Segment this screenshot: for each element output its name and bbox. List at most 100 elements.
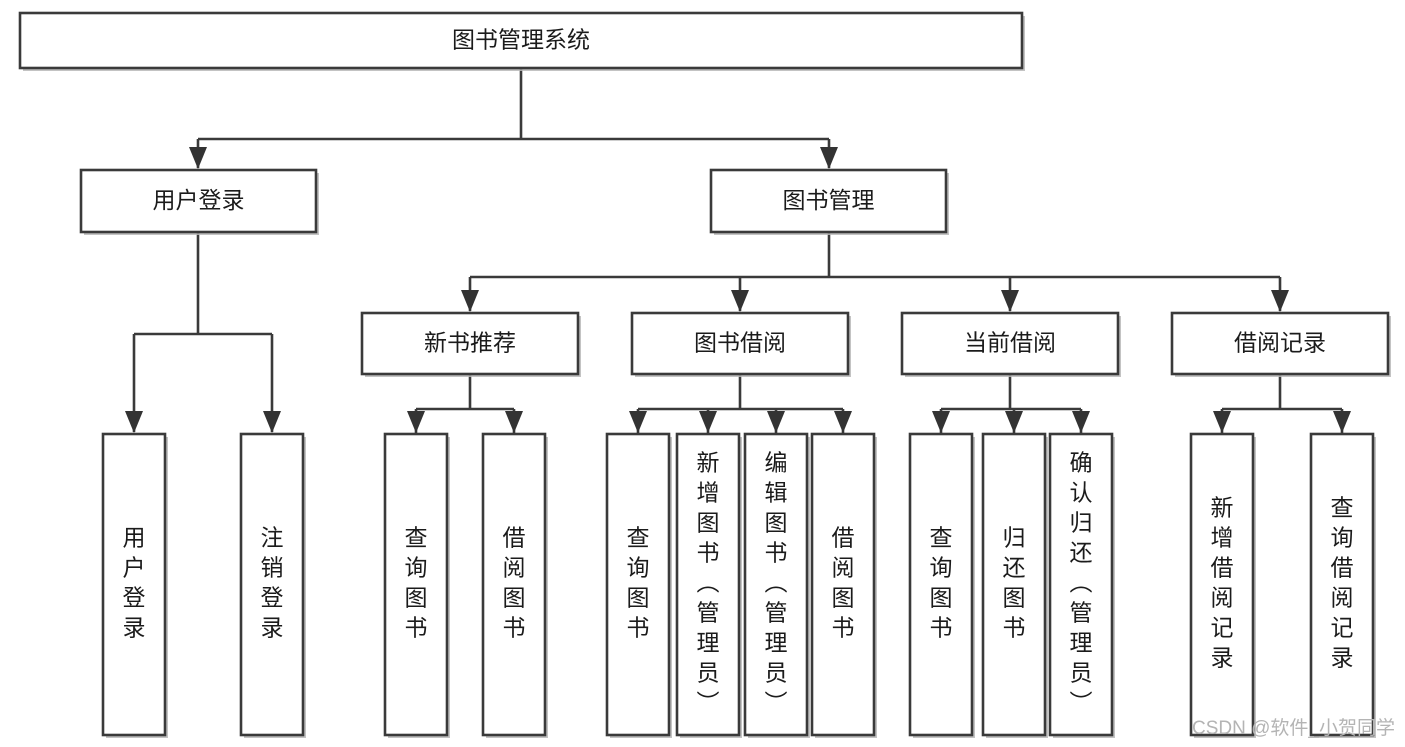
node-label-char: 图 [832, 585, 855, 611]
node-label-char: 书 [1003, 615, 1026, 641]
node-label: 图书管理 [783, 187, 875, 213]
node-level2-新书推荐[interactable]: 新书推荐 [360, 311, 581, 377]
node-label-char: 查 [405, 525, 428, 551]
node-label-char: 书 [765, 540, 788, 566]
node-rect [1309, 432, 1375, 737]
node-leaf-0-用户登录[interactable]: 用户登录 [101, 432, 168, 738]
node-label-char: 书 [930, 615, 953, 641]
node-level2-借阅记录[interactable]: 借阅记录 [1170, 311, 1391, 377]
node-label-char: 录 [261, 615, 284, 641]
node-rect [605, 432, 671, 737]
node-label-char: 管 [765, 600, 788, 626]
node-rect [743, 432, 809, 737]
node-label-char: 图 [930, 585, 953, 611]
node-rect [810, 432, 876, 737]
node-label-char: 录 [1331, 645, 1354, 671]
node-label-char: 图 [627, 585, 650, 611]
node-label-char: 录 [1211, 645, 1234, 671]
node-rect [630, 311, 850, 376]
node-label-char: 管 [1070, 600, 1093, 626]
node-label-char: 询 [1331, 525, 1354, 551]
node-label: 图书借阅 [694, 330, 786, 356]
node-rect [1189, 432, 1255, 737]
node-rect [481, 432, 547, 737]
node-label-char: ︵ [697, 570, 720, 596]
node-label-char: 图 [1003, 585, 1026, 611]
node-rect [360, 311, 580, 376]
node-label-char: 增 [697, 480, 720, 506]
node-label-char: 查 [930, 525, 953, 551]
node-rect [981, 432, 1047, 737]
node-rect [675, 432, 741, 737]
node-label: 当前借阅 [964, 330, 1056, 356]
node-label-char: 记 [1331, 615, 1354, 641]
node-rect [239, 432, 305, 737]
node-label: 借阅记录 [1234, 330, 1326, 356]
node-label-char: 员 [765, 660, 788, 686]
node-level2-当前借阅[interactable]: 当前借阅 [900, 311, 1121, 377]
node-label-char: 新 [1211, 495, 1234, 521]
node-label-char: 管 [697, 600, 720, 626]
node-label-char: 记 [1211, 615, 1234, 641]
node-label-char: 登 [261, 585, 284, 611]
node-label-char: 理 [765, 630, 788, 656]
node-label-char: 理 [697, 630, 720, 656]
node-level1-图书管理[interactable]: 图书管理 [709, 168, 949, 235]
node-label-char: 借 [1211, 555, 1234, 581]
node-label-char: ︶ [697, 690, 720, 716]
node-level2-图书借阅[interactable]: 图书借阅 [630, 311, 851, 377]
node-label-char: 增 [1211, 525, 1234, 551]
node-label-char: 注 [261, 525, 284, 551]
node-label: 图书管理系统 [452, 27, 590, 53]
node-label-char: 图 [503, 585, 526, 611]
node-label-char: 归 [1003, 525, 1026, 551]
node-label-char: 图 [765, 510, 788, 536]
node-label-char: 书 [697, 540, 720, 566]
node-label-char: 登 [123, 585, 146, 611]
node-label-char: ︶ [765, 690, 788, 716]
node-label-char: 借 [503, 525, 526, 551]
node-label-char: 书 [405, 615, 428, 641]
node-label-char: ︵ [765, 570, 788, 596]
node-label-char: 用 [123, 525, 146, 551]
connector-layer [125, 68, 1351, 433]
node-label-char: 销 [261, 555, 284, 581]
node-level1-用户登录[interactable]: 用户登录 [79, 168, 319, 235]
node-label-char: 图 [697, 510, 720, 536]
node-label-char: 还 [1070, 540, 1093, 566]
node-label-char: 查 [1331, 495, 1354, 521]
node-label-char: 员 [697, 660, 720, 686]
node-layer: 图书管理系统用户登录图书管理新书推荐图书借阅当前借阅借阅记录用户登录注销登录查询… [18, 11, 1391, 738]
node-label-char: ︵ [1070, 570, 1093, 596]
node-label: 新书推荐 [424, 330, 516, 356]
node-label-char: 编 [765, 450, 788, 476]
node-label-char: 认 [1070, 480, 1093, 506]
node-label-char: 图 [405, 585, 428, 611]
csdn-watermark: CSDN @软件_小贺同学 [1192, 717, 1395, 739]
node-rect [908, 432, 974, 737]
node-label-char: 归 [1070, 510, 1093, 536]
node-root-图书管理系统[interactable]: 图书管理系统 [18, 11, 1025, 71]
node-rect [79, 168, 318, 234]
node-label-char: 询 [405, 555, 428, 581]
node-label: 用户登录 [153, 187, 245, 213]
node-label-char: 新 [697, 450, 720, 476]
node-label-char: 阅 [1331, 585, 1354, 611]
node-label-char: 还 [1003, 555, 1026, 581]
node-label-char: 阅 [503, 555, 526, 581]
node-label-char: 借 [832, 525, 855, 551]
node-label-char: 理 [1070, 630, 1093, 656]
